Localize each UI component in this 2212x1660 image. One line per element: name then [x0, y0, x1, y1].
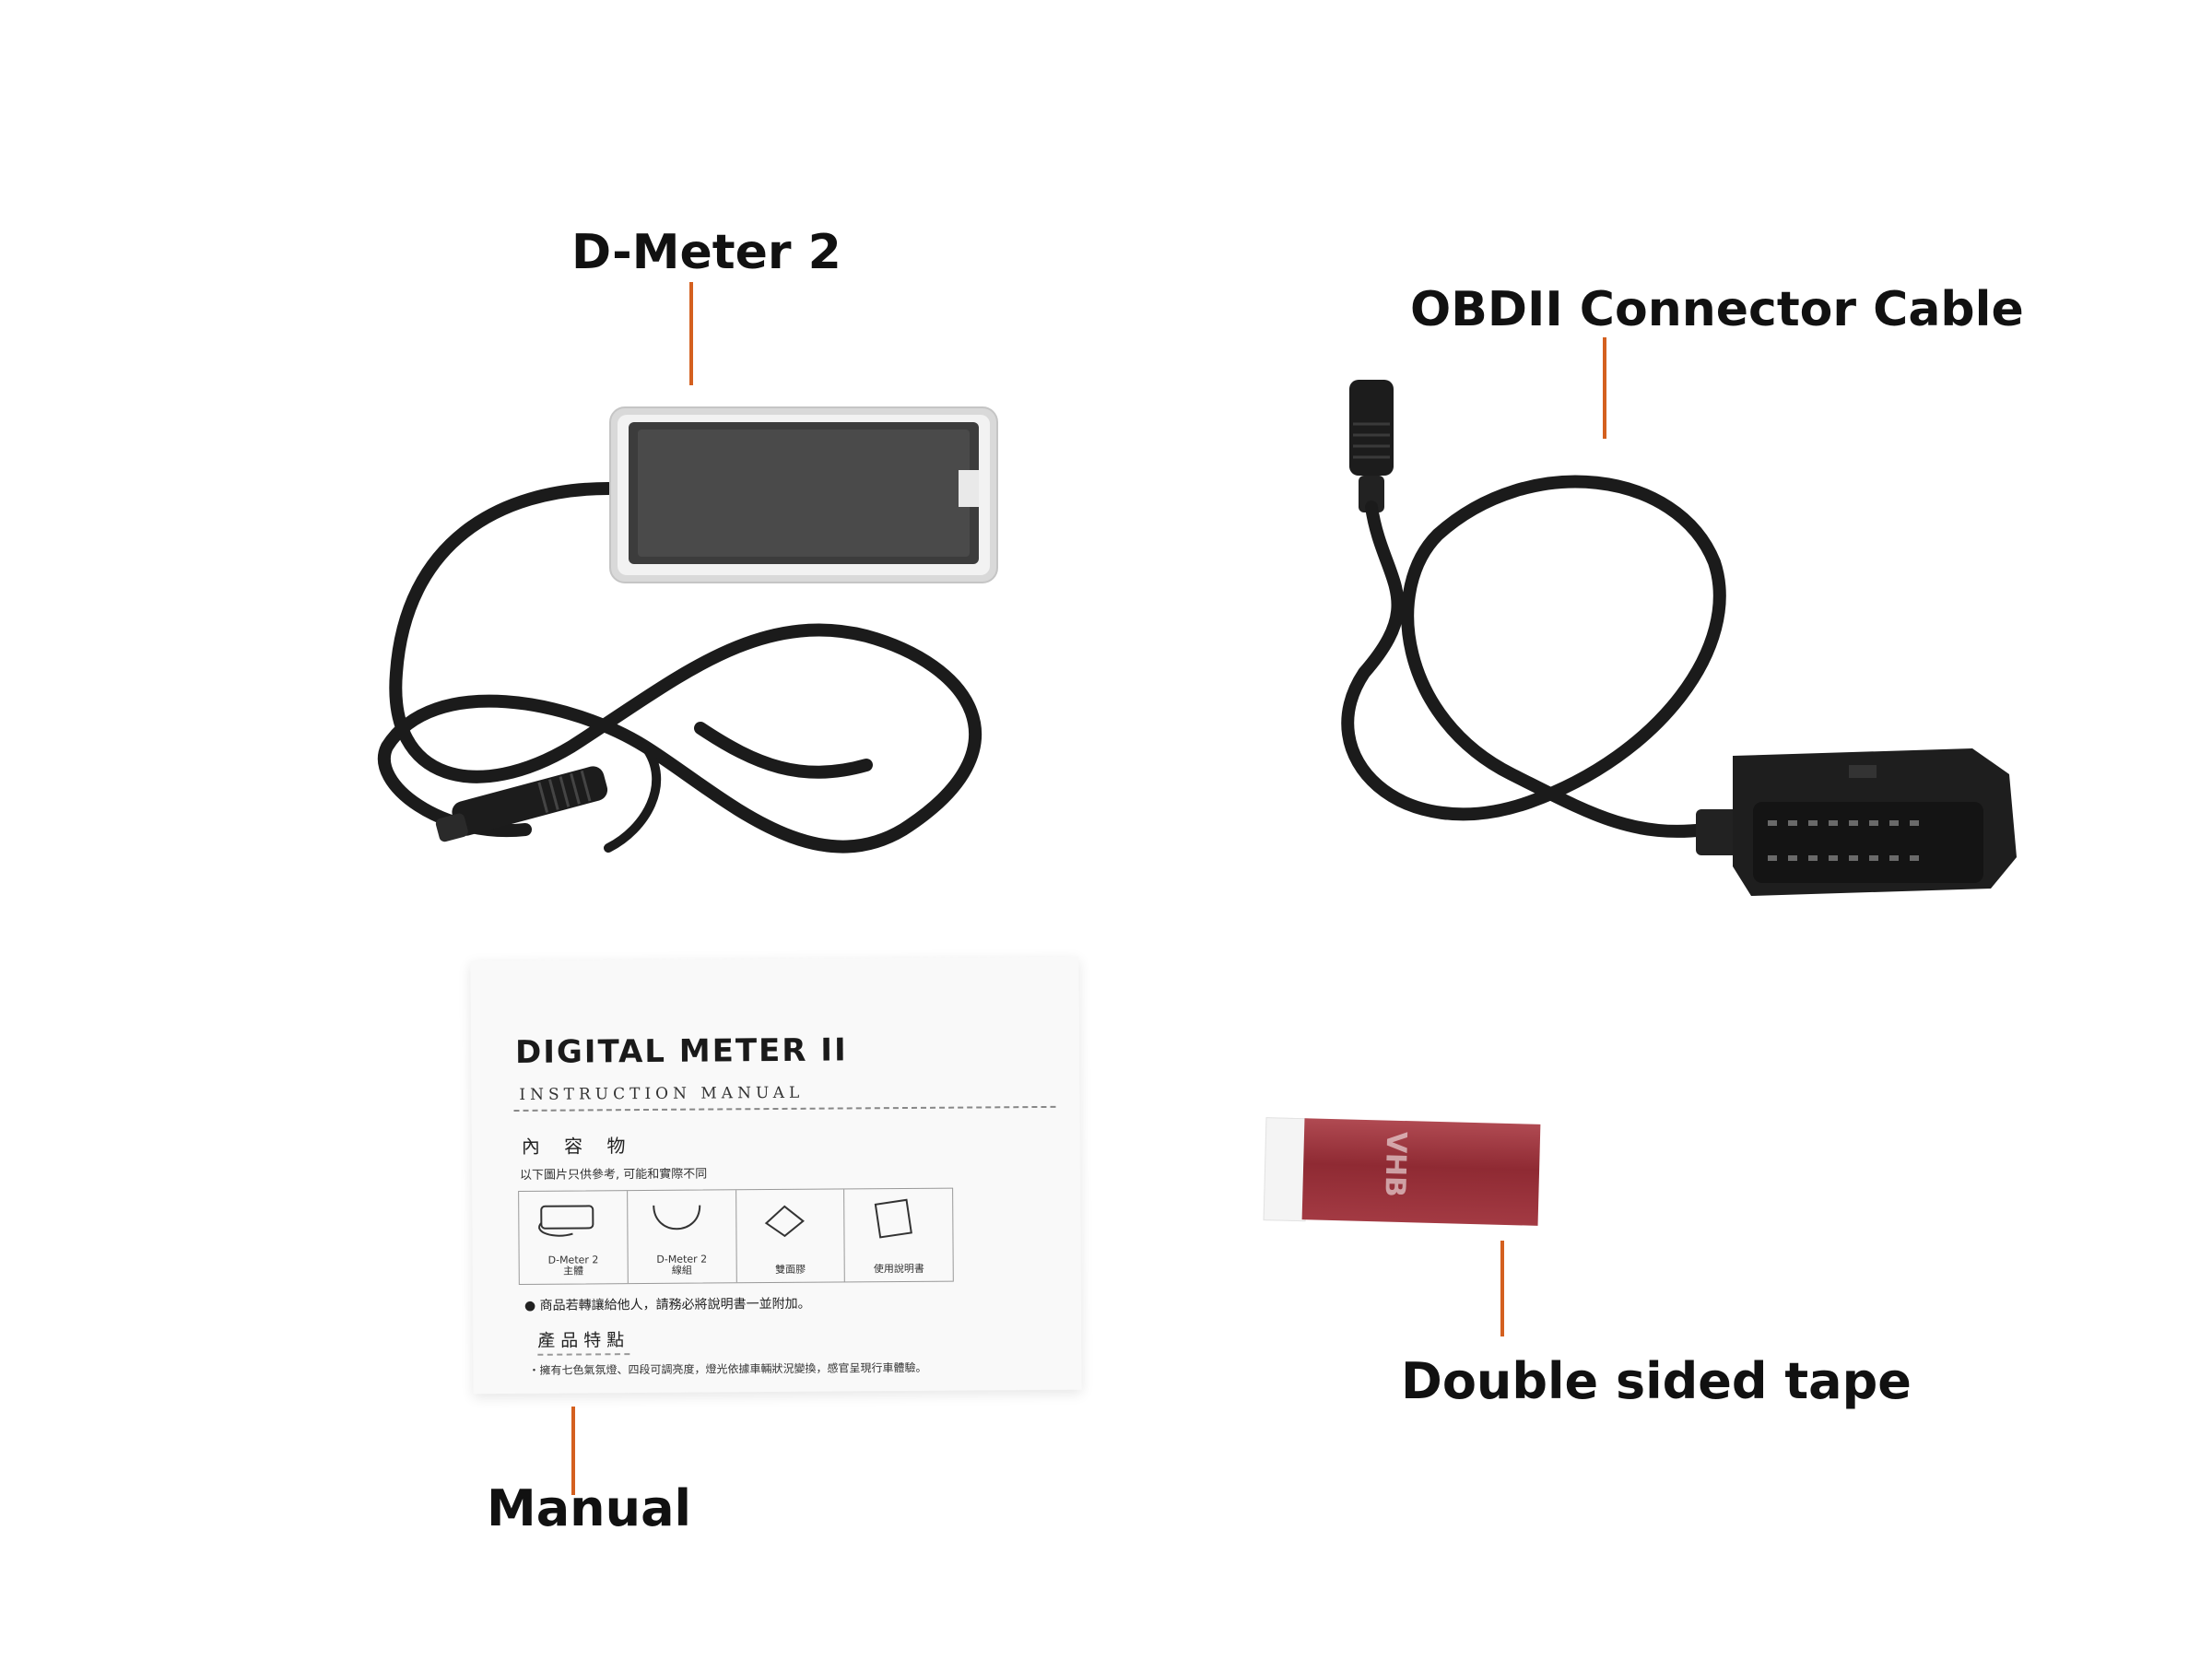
leader-obd — [1603, 337, 1606, 439]
manual-divider — [513, 1105, 1056, 1112]
manual-item-tape: 雙面膠 — [735, 1189, 846, 1283]
manual-item-manual: 使用說明書 — [844, 1189, 952, 1282]
label-manual: Manual — [487, 1479, 692, 1537]
booklet-sketch-icon — [874, 1198, 913, 1239]
device-sketch-icon — [538, 1205, 594, 1237]
label-dmeter: D-Meter 2 — [571, 225, 841, 280]
manual-features-note: ・擁有七色氣氛燈、四段可調亮度，燈光依據車輛狀況變換，感官呈現行車體驗。 — [528, 1360, 927, 1377]
dmeter-plug — [435, 766, 608, 842]
label-tape: Double sided tape — [1401, 1352, 1912, 1410]
tape-adhesive: VHB — [1301, 1118, 1541, 1226]
leader-tape — [1500, 1241, 1504, 1336]
manual-booklet-image: DIGITAL METER II INSTRUCTION MANUAL 內 容 … — [470, 956, 1082, 1395]
tape-image: VHB — [1263, 1117, 1541, 1226]
obd-cable-image — [1341, 380, 2017, 896]
leader-manual — [571, 1407, 575, 1495]
leader-dmeter — [689, 282, 693, 385]
manual-contents-note: 以下圖片只供參考, 可能和實際不同 — [519, 1167, 708, 1183]
manual-title: DIGITAL METER II — [514, 1031, 848, 1071]
manual-subtitle: INSTRUCTION MANUAL — [519, 1083, 805, 1104]
tape-sketch-icon — [764, 1205, 805, 1238]
manual-contents-heading: 內 容 物 — [521, 1135, 635, 1158]
cable-sketch-icon — [652, 1205, 700, 1230]
dmeter-device-image — [378, 406, 998, 854]
manual-features-heading: 產品特點 — [537, 1326, 630, 1356]
label-obd: OBDII Connector Cable — [1410, 282, 2024, 337]
manual-transfer-note: ● 商品若轉讓給他人，請務必將說明書一並附加。 — [524, 1296, 811, 1313]
tape-print: VHB — [1378, 1131, 1413, 1198]
